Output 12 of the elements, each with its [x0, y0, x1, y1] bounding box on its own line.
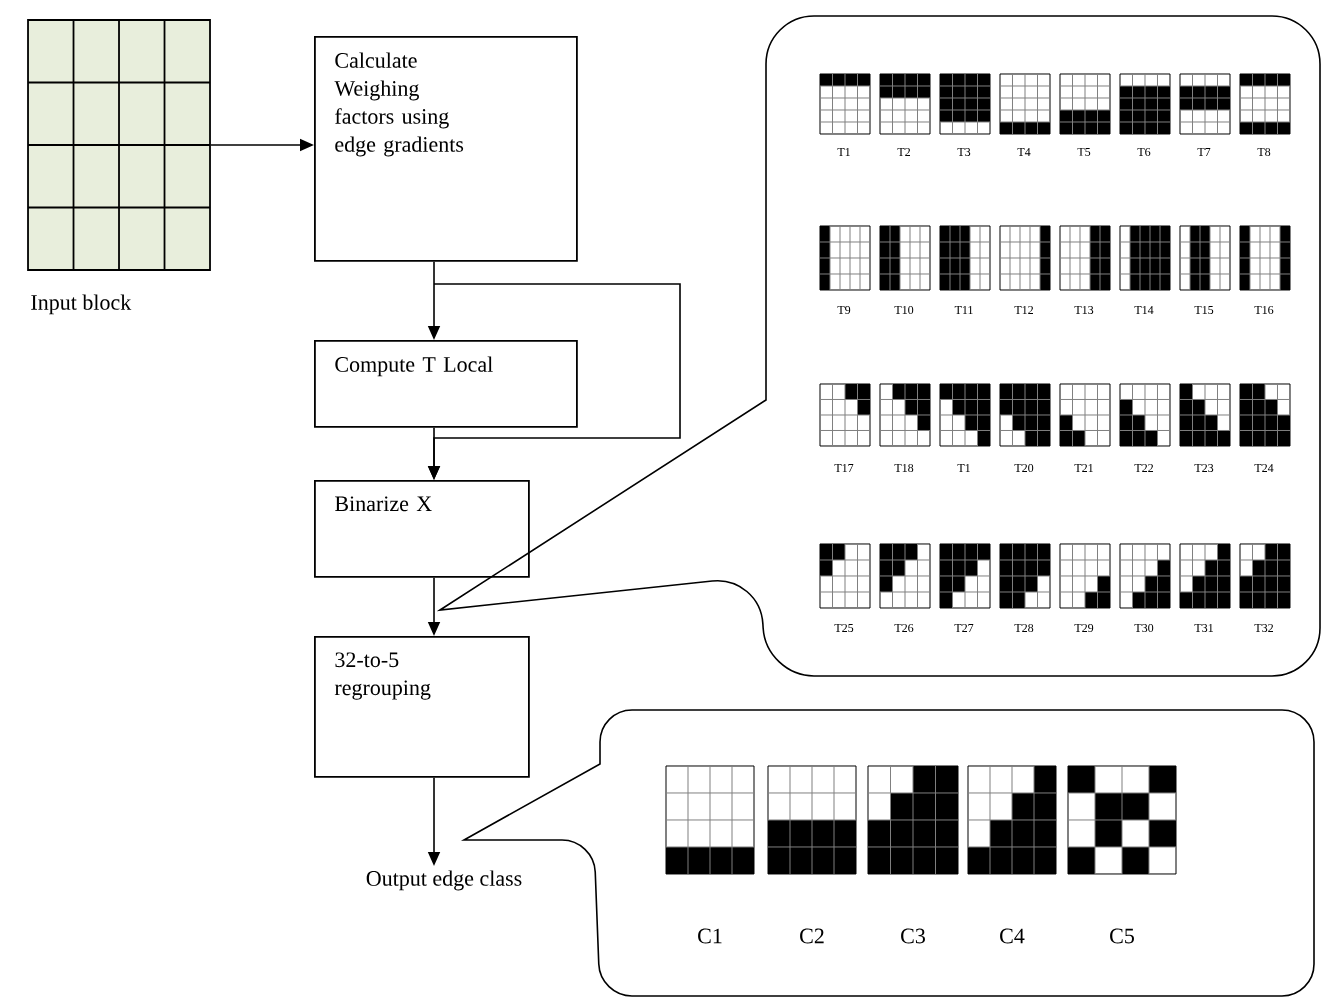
tile-label: C2	[800, 928, 824, 944]
process-box: Compute T Local	[314, 340, 578, 428]
node-label: Input block	[31, 294, 132, 315]
tile-label: C4	[1000, 928, 1025, 944]
tile-label: C1	[698, 928, 722, 944]
process-box: Calculate Weighing factors using edge gradients	[314, 36, 578, 262]
process-box: Binarize X	[314, 480, 530, 578]
tile-label: C5	[1110, 928, 1134, 944]
output-label: Output edge class	[366, 870, 522, 891]
grid-drawing	[27, 19, 211, 271]
tile-label: C3	[901, 928, 925, 944]
process-box: 32-to-5 regrouping	[314, 636, 530, 778]
